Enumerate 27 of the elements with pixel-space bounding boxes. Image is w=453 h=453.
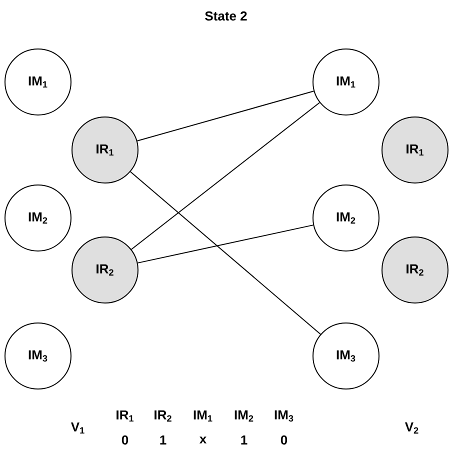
circle-node: IR$_{1}$ — [72, 116, 138, 184]
circle-node: IM$_{1}$ — [312, 48, 380, 116]
label: IM$_{3}$ — [274, 410, 294, 422]
connector-line — [130, 102, 320, 250]
label: IM$_{1}$ — [194, 410, 212, 422]
circle-node: IM$_{3}$ — [312, 322, 380, 390]
label: IR$_{2}$ — [154, 410, 172, 422]
circle-node: IR$_{1}$ — [382, 116, 448, 184]
label: V$_{1}$ — [70, 422, 84, 434]
circle-node: IR$_{2}$ — [382, 236, 448, 304]
connector-line — [130, 171, 322, 335]
label: 1 — [241, 436, 248, 444]
label: 1 — [160, 436, 166, 444]
circle-node: IM$_{2}$ — [312, 184, 380, 252]
label: V$_{2}$ — [404, 422, 418, 434]
circle-node: IM$_{3}$ — [4, 322, 72, 390]
label: x — [199, 436, 207, 444]
circle-node: IR$_{2}$ — [72, 236, 138, 304]
title: State 2 — [205, 11, 247, 21]
label: 0 — [280, 435, 288, 445]
circle-node: IM$_{1}$ — [4, 48, 72, 116]
circle-node: IM$_{2}$ — [4, 184, 72, 252]
connector-line — [137, 224, 314, 264]
label: IR$_{1}$ — [116, 410, 134, 422]
label: 0 — [122, 435, 128, 445]
connector-line — [136, 90, 314, 142]
label: IM$_{2}$ — [234, 410, 254, 422]
